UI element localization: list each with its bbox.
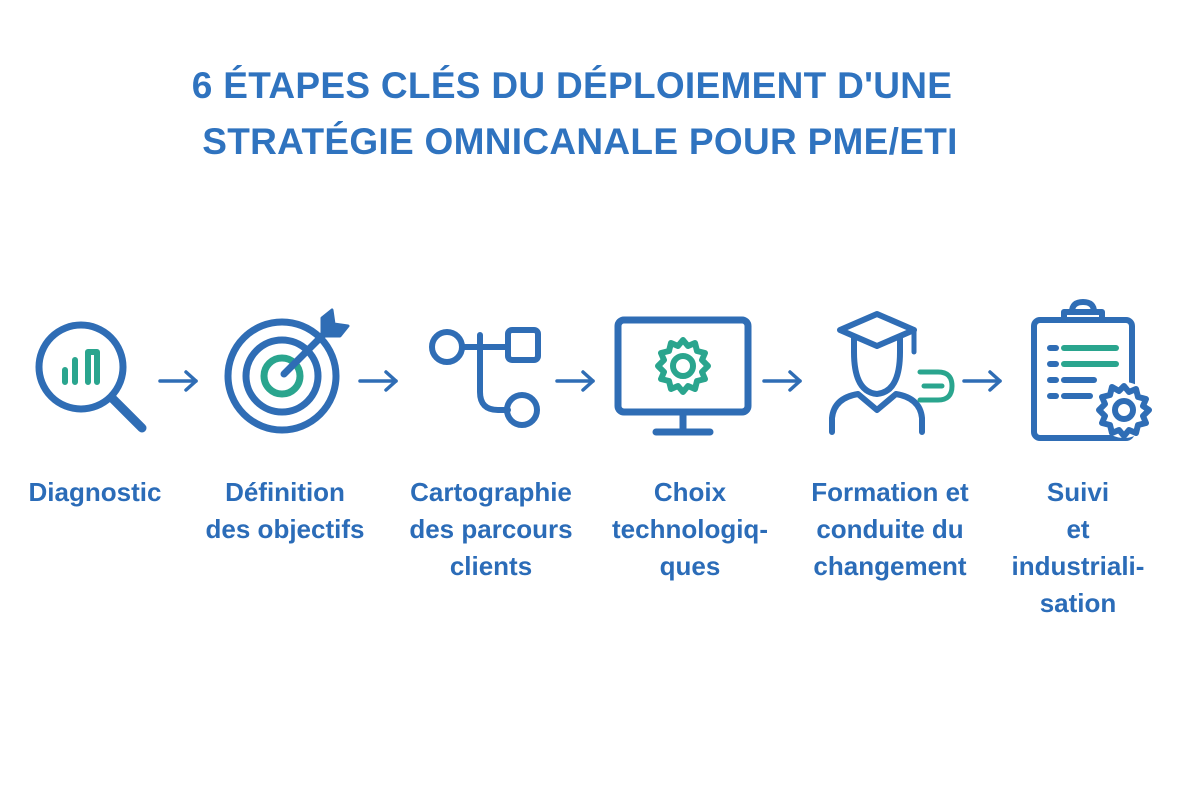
target-arrow-icon	[210, 300, 360, 450]
step-label-line: clients	[449, 551, 533, 581]
step-label-line: technologiq-	[612, 514, 768, 544]
step-label-line: Choix	[653, 477, 727, 507]
arrow-right-icon	[356, 368, 402, 394]
monitor-gear-icon	[608, 300, 758, 450]
step-label-line: ques	[659, 551, 721, 581]
step-label-line: Diagnostic	[28, 477, 162, 507]
arrow-right-icon	[760, 368, 806, 394]
page-title: 6 ÉTAPES CLÉS DU DÉPLOIEMENT D'UNE STRAT…	[0, 58, 1150, 170]
step-label-line: changement	[813, 551, 967, 581]
step-label-diagnostic: Diagnostic	[0, 474, 195, 511]
magnifier-chart-icon	[18, 300, 168, 450]
step-label-suivi: Suivi et industriali- sation	[978, 474, 1178, 622]
arrow-right-icon	[553, 368, 599, 394]
graduate-training-icon	[812, 300, 962, 450]
flow-map-icon	[416, 300, 566, 450]
step-label-line: Cartographie	[410, 477, 572, 507]
title-line-1: 6 ÉTAPES CLÉS DU DÉPLOIEMENT D'UNE	[191, 65, 953, 106]
step-label-line: et	[1066, 514, 1090, 544]
step-label-choix: Choix technologiq- ques	[590, 474, 790, 585]
clipboard-gear-icon	[1020, 299, 1170, 450]
step-label-line: conduite du	[816, 514, 964, 544]
step-label-line: industriali-	[1011, 551, 1145, 581]
step-label-line: Suivi	[1046, 477, 1110, 507]
arrow-right-icon	[156, 368, 202, 394]
title-line-2: STRATÉGIE OMNICANALE POUR PME/ETI	[202, 121, 958, 162]
step-label-line: Définition	[225, 477, 345, 507]
step-label-objectifs: Définition des objectifs	[185, 474, 385, 548]
arrow-right-icon	[960, 368, 1006, 394]
step-label-line: des objectifs	[205, 514, 365, 544]
step-label-line: Formation et	[811, 477, 969, 507]
step-label-formation: Formation et conduite du changement	[790, 474, 990, 585]
step-label-cartographie: Cartographie des parcours clients	[391, 474, 591, 585]
step-label-line: sation	[1039, 588, 1117, 618]
step-label-line: des parcours	[409, 514, 573, 544]
